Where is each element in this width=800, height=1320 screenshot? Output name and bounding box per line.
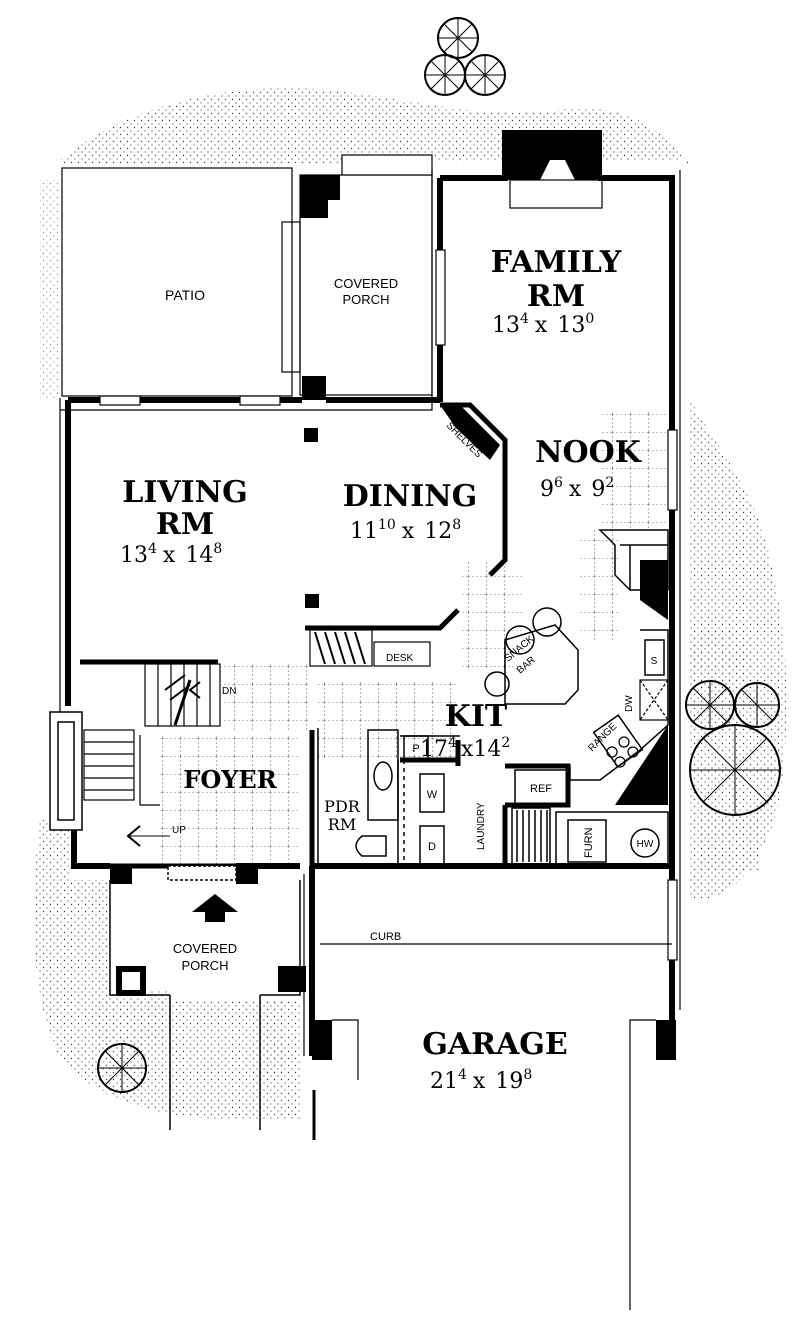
front-porch-label-line1: COVERED — [173, 941, 237, 956]
entry-arrow — [192, 894, 238, 922]
family-room-title-line1: FAMILY — [491, 245, 622, 280]
powder-fixtures — [355, 761, 393, 857]
dryer — [419, 825, 445, 865]
sink-label: S — [651, 656, 658, 667]
kitchen-counter — [569, 529, 669, 781]
tree-cluster-top — [424, 17, 506, 96]
snack-bar — [484, 607, 579, 705]
porch-piers — [110, 866, 306, 996]
refrigerator-label: REF — [530, 783, 552, 795]
living-room-title-line2: RM — [156, 507, 214, 542]
curb-label: CURB — [370, 931, 401, 943]
shelving-laundry — [511, 807, 551, 865]
rear-covered-porch — [281, 154, 433, 396]
nook-title: NOOK — [535, 435, 642, 470]
patio — [61, 167, 293, 397]
stair-arrows — [126, 681, 201, 847]
refrigerator — [514, 769, 568, 805]
furnace-label: FURN — [583, 827, 595, 858]
stairs — [83, 663, 221, 806]
shelves — [440, 405, 500, 460]
porch-columns — [300, 175, 340, 608]
living-room-title-line1: LIVING — [122, 475, 247, 510]
mechanical-room — [555, 811, 669, 865]
rear-porch-label-line2: PORCH — [343, 292, 390, 307]
pantry-label: P — [412, 743, 419, 755]
front-door — [167, 865, 237, 881]
dining-title: DINING — [343, 479, 478, 514]
desk-label: DESK — [386, 653, 414, 664]
kitchen-title: KIT — [445, 699, 508, 734]
garage-title: GARAGE — [422, 1027, 568, 1062]
bay-window — [49, 711, 83, 831]
tile-floors — [160, 410, 666, 865]
powder-room-title-line1: PDR — [324, 797, 361, 816]
exterior-wall-outer — [59, 170, 681, 1056]
washer — [419, 773, 445, 813]
exterior-walls — [65, 175, 675, 1056]
dishwasher — [639, 679, 669, 721]
kitchen-solid-corner — [615, 560, 668, 805]
rear-porch-label-line1: COVERED — [334, 276, 398, 291]
washer-label: W — [427, 789, 438, 801]
front-porch-label-line2: PORCH — [182, 958, 229, 973]
laundry-label: LAUNDRY — [476, 802, 487, 850]
family-room-title-line2: RM — [527, 279, 585, 314]
fireplace-chimney — [502, 130, 603, 209]
windows — [99, 249, 678, 961]
desk — [309, 629, 431, 667]
pantry-box — [403, 735, 429, 761]
range-burners — [606, 736, 639, 768]
dryer-label: D — [428, 841, 436, 853]
garage-door-lines — [332, 1019, 656, 1310]
foyer-title: FOYER — [183, 765, 277, 794]
dishwasher-label: DW — [624, 695, 635, 712]
garage-door-jambs — [312, 1020, 676, 1060]
powder-room-title-line2: RM — [328, 815, 356, 834]
stairs-down-label: DN — [222, 686, 236, 697]
tree-front-left — [97, 1043, 147, 1093]
planting-beds — [95, 630, 760, 1080]
garage — [312, 943, 672, 1140]
front-covered-porch — [109, 880, 301, 1130]
stairs-up-label: UP — [172, 825, 186, 836]
patio-label: PATIO — [165, 287, 205, 303]
water-heater-label: HW — [637, 839, 654, 850]
